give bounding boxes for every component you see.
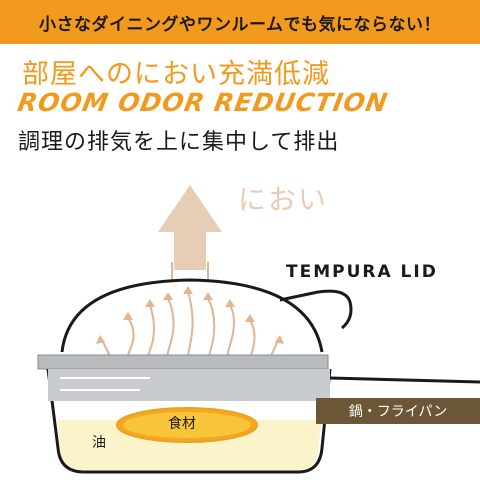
steam-arrow-heads bbox=[96, 286, 284, 344]
lid-handle bbox=[279, 289, 353, 330]
oil-label: 油 bbox=[92, 435, 106, 451]
pan-label-text: 鍋・フライパン bbox=[348, 404, 448, 420]
top-banner: 小さなダイニングやワンルームでも気にならない！ bbox=[0, 0, 480, 44]
banner-text: 小さなダイニングやワンルームでも気にならない！ bbox=[39, 14, 441, 35]
odor-label: におい bbox=[238, 183, 329, 216]
lid-dome bbox=[60, 278, 324, 353]
title-japanese: 部屋へのにおい充満低減 bbox=[22, 59, 330, 90]
pan-body bbox=[46, 368, 332, 474]
pan-rim bbox=[37, 354, 329, 370]
pan-label: 鍋・フライパン bbox=[316, 398, 480, 424]
big-up-arrow bbox=[158, 185, 222, 270]
pan-handle bbox=[329, 376, 480, 384]
subtitle: 調理の排気を上に集中して排出 bbox=[18, 130, 340, 155]
food-label: 食材 bbox=[168, 416, 196, 432]
lid-top-arrows bbox=[171, 262, 209, 282]
lid-label: TEMPURA LID bbox=[286, 262, 438, 282]
